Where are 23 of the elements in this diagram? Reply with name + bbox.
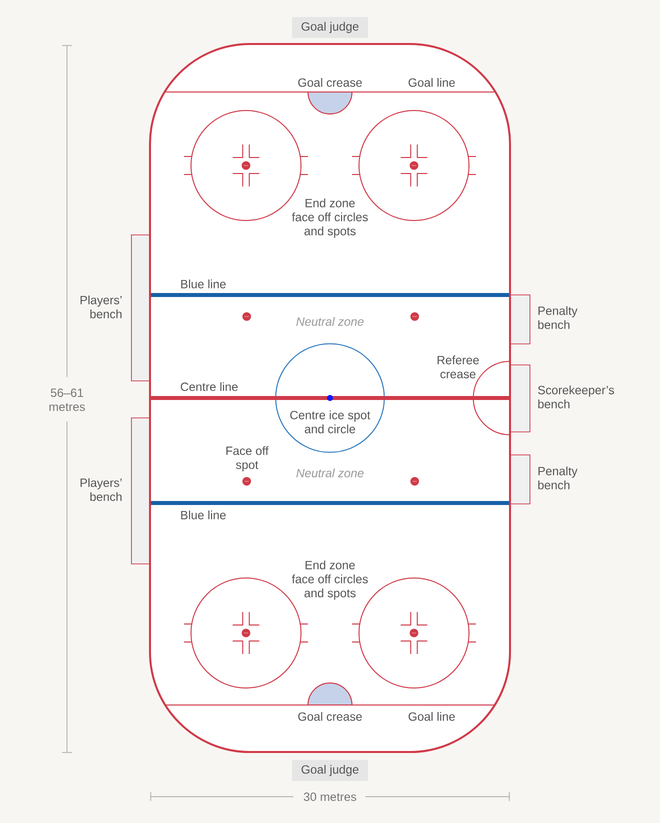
rink-label: Goal crease: [298, 712, 362, 721]
rink-label: Centre ice spot and circle: [290, 410, 370, 434]
rink-label: End zone face off circles and spots: [292, 198, 368, 238]
zone-label: Neutral zone: [296, 468, 364, 478]
bench-label: Players’ bench: [80, 478, 122, 502]
label-box: Goal judge: [292, 760, 368, 781]
rink-label: Referee crease: [438, 356, 479, 378]
rink-label: Blue line: [181, 510, 226, 520]
dimension-label: 56–61 metres: [49, 388, 85, 412]
bench-label: Penalty bench: [538, 306, 578, 330]
label-box: Goal judge: [292, 17, 368, 38]
rink-label: Goal line: [408, 712, 455, 721]
rink-label: Blue line: [181, 280, 226, 288]
bench-label: Players’ bench: [80, 296, 122, 318]
rink-label: Face off spot: [226, 446, 269, 472]
zone-label: Neutral zone: [296, 317, 364, 326]
bench-label: Penalty bench: [538, 466, 578, 490]
rink-label: Goal crease: [298, 78, 362, 87]
rink-label: End zone face off circles and spots: [292, 560, 368, 600]
bench-label: Scorekeeper’s bench: [538, 386, 614, 408]
rink-label: Goal line: [408, 78, 455, 87]
rink-label: Centre line: [180, 382, 238, 392]
dimension-label: 30 metres: [304, 792, 356, 802]
